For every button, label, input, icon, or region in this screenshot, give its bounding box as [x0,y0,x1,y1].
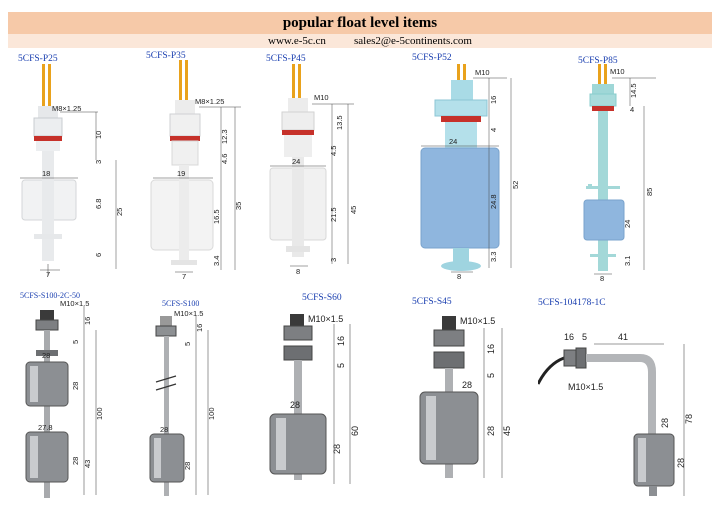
svg-text:16: 16 [489,96,498,104]
svg-text:28: 28 [290,400,300,410]
svg-text:8: 8 [600,274,604,282]
product-image-p52: M10 16 4 24 24.8 52 3.3 8 [411,64,527,282]
svg-text:28: 28 [183,462,192,470]
svg-text:85: 85 [645,188,654,196]
svg-text:5: 5 [71,340,80,344]
svg-text:12.3: 12.3 [220,129,229,144]
svg-text:3: 3 [94,160,103,164]
product-label-s100-2c-50: 5CFS-S100-2C-50 [20,291,81,300]
contact-bar: www.e-5c.cn sales2@e-5continents.com [8,34,712,48]
svg-text:18: 18 [42,169,50,178]
page-header: popular float level items [8,12,712,34]
svg-text:25: 25 [115,208,124,216]
product-image-s100-2c-50: M10×1.5 16 5 28 28 100 27.8 28 43 [16,300,126,505]
svg-text:19: 19 [177,169,185,178]
svg-text:28: 28 [462,380,472,390]
svg-text:6.8: 6.8 [94,199,103,209]
product-image-s60: M10×1.5 16 5 28 60 28 [256,304,374,504]
svg-text:27.8: 27.8 [38,423,53,432]
svg-text:3.1: 3.1 [623,256,632,266]
svg-text:3.3: 3.3 [489,252,498,262]
svg-text:16: 16 [564,332,574,342]
product-label-p85: 5CFS-P85 [578,56,618,66]
svg-text:5: 5 [336,363,346,368]
svg-text:4: 4 [489,128,498,132]
svg-text:8: 8 [296,267,300,276]
product-label-s100: 5CFS-S100 [162,299,200,308]
email-link[interactable]: sales2@e-5continents.com [354,35,472,47]
svg-text:M10: M10 [314,93,329,102]
product-label-p35: 5CFS-P35 [146,51,186,61]
svg-text:6: 6 [94,253,103,257]
svg-text:28: 28 [71,457,80,465]
svg-text:M10: M10 [610,67,625,76]
svg-text:78: 78 [684,414,694,424]
svg-text:100: 100 [95,407,104,420]
svg-text:43: 43 [83,460,92,468]
svg-text:35: 35 [234,202,243,210]
product-label-p52: 5CFS-P52 [412,53,452,63]
svg-text:28: 28 [160,425,168,434]
svg-text:41: 41 [618,332,628,342]
svg-text:52: 52 [511,181,520,189]
svg-text:4.6: 4.6 [220,154,229,164]
svg-text:45: 45 [502,426,512,436]
svg-text:13.5: 13.5 [335,115,344,130]
svg-text:28: 28 [660,418,670,428]
svg-text:16: 16 [83,317,92,325]
svg-text:3: 3 [329,258,338,262]
svg-text:24: 24 [623,220,632,228]
svg-text:24: 24 [292,157,300,166]
svg-text:7: 7 [182,272,186,281]
svg-text:14.5: 14.5 [629,83,638,98]
website-link[interactable]: www.e-5c.cn [268,35,326,47]
svg-text:M10: M10 [475,68,490,77]
svg-text:M8×1.25: M8×1.25 [195,97,224,106]
svg-text:3.4: 3.4 [212,256,221,266]
svg-text:100: 100 [207,407,216,420]
svg-text:8: 8 [457,272,461,281]
svg-text:16.5: 16.5 [212,209,221,224]
svg-text:45: 45 [349,206,358,214]
svg-text:28: 28 [676,458,686,468]
svg-text:7: 7 [46,270,50,279]
svg-text:60: 60 [350,426,360,436]
svg-text:M8×1.25: M8×1.25 [52,104,81,113]
svg-text:24: 24 [449,137,457,146]
product-label-p45: 5CFS-P45 [266,54,306,64]
svg-text:5: 5 [582,332,587,342]
product-image-p85: M10 14.5 4 85 24 3.1 8 [578,64,674,282]
svg-text:24.8: 24.8 [489,194,498,209]
svg-text:28: 28 [42,351,50,360]
svg-text:21.5: 21.5 [329,207,338,222]
svg-text:28: 28 [71,382,80,390]
svg-text:10: 10 [94,131,103,139]
product-image-s100: M10×1.5 16 5 28 100 28 [142,310,220,505]
svg-text:16: 16 [195,324,204,332]
product-label-s60: 5CFS-S60 [302,293,342,303]
svg-text:M10×1.5: M10×1.5 [174,310,203,318]
svg-text:16: 16 [336,336,346,346]
product-image-p45: M10 13.5 4.5 24 21.5 45 3 8 [262,64,372,278]
product-image-p35: M8×1.25 12.3 4.6 19 16.5 35 3.4 7 [145,60,245,282]
product-label-s45: 5CFS-S45 [412,297,452,307]
svg-text:28: 28 [486,426,496,436]
svg-text:M10×1.5: M10×1.5 [308,314,343,324]
product-label-104178-1c: 5CFS-104178-1C [538,298,606,308]
svg-text:28: 28 [332,444,342,454]
product-image-104178-1c: 16 5 41 M10×1.5 78 28 28 [538,324,704,502]
svg-text:M10×1.5: M10×1.5 [460,316,495,326]
svg-text:4: 4 [630,105,634,114]
svg-text:5: 5 [486,373,496,378]
svg-text:4.5: 4.5 [329,146,338,156]
product-image-p25: M8×1.25 10 3 18 6.8 25 6 7 [12,64,134,280]
product-label-p25: 5CFS-P25 [18,54,58,64]
page-title: popular float level items [282,15,438,31]
svg-text:M10×1.5: M10×1.5 [568,382,603,392]
product-image-s45: M10×1.5 16 5 28 28 45 [410,308,528,504]
svg-text:5: 5 [183,342,192,346]
svg-text:M10×1.5: M10×1.5 [60,300,89,308]
svg-text:16: 16 [486,344,496,354]
